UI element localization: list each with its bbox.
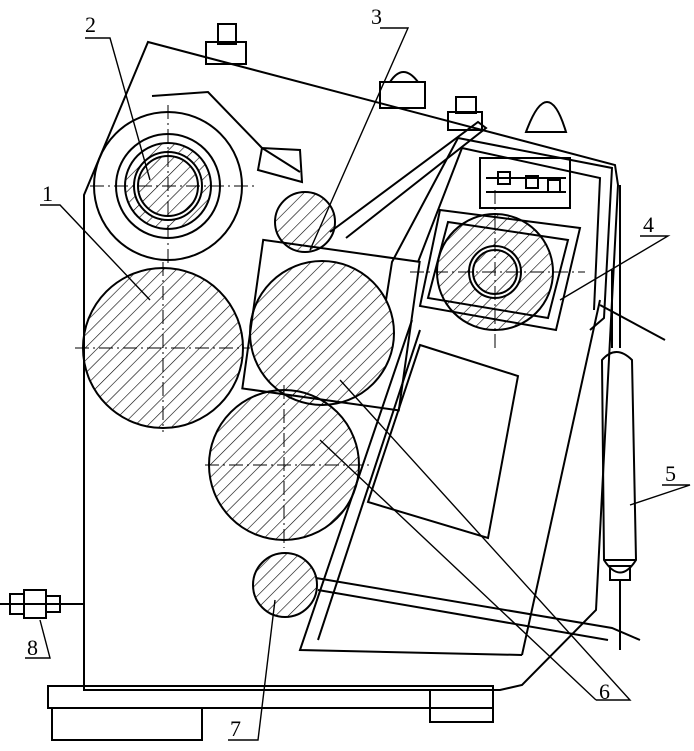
- part-label-6: 6: [599, 681, 610, 703]
- small-roller-7: [253, 553, 317, 617]
- part-label-5: 5: [665, 463, 676, 485]
- side-bolt-8: [0, 590, 84, 618]
- center-upper-roller: [250, 261, 394, 405]
- part-label-8: 8: [27, 637, 38, 659]
- bearing-block: [480, 158, 570, 208]
- part-label-2: 2: [85, 14, 96, 36]
- part-label-3: 3: [371, 6, 382, 28]
- part-label-1: 1: [42, 183, 53, 205]
- small-roller-3: [275, 192, 335, 252]
- base-plate: [48, 686, 493, 740]
- part-label-7: 7: [230, 718, 241, 740]
- part-label-4: 4: [643, 214, 654, 236]
